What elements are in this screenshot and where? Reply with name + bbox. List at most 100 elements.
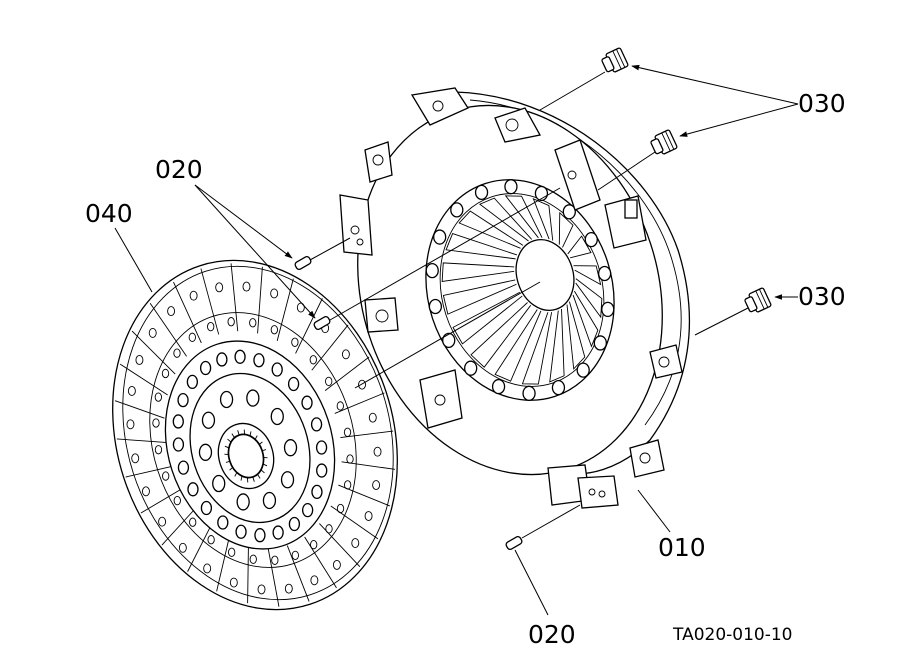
- hub-flange-hole: [219, 390, 234, 409]
- segment-divider: [149, 303, 187, 357]
- rivet-inner: [291, 337, 299, 347]
- rivet-outer: [284, 583, 293, 594]
- hub-flange-hole: [283, 439, 298, 457]
- spline-tooth: [225, 460, 230, 463]
- hub-flange-hole: [201, 411, 216, 429]
- rivet-outer: [270, 288, 279, 299]
- finger-root-hole: [576, 362, 590, 378]
- segment-divider: [295, 298, 323, 354]
- spline-tooth: [227, 438, 232, 443]
- dowel-pin-lower: [505, 535, 523, 551]
- spline-tooth: [258, 441, 263, 445]
- spline-tooth: [229, 467, 234, 471]
- diaphragm-finger: [479, 197, 533, 242]
- hub-flange-hole: [262, 491, 277, 510]
- rivet-outer: [364, 511, 373, 521]
- finger-root-hole: [584, 231, 598, 248]
- rivet-inner: [154, 445, 163, 455]
- segment-mid-ring: [149, 312, 357, 568]
- clutch-cover-assembly: [339, 87, 691, 509]
- rivet-inner: [291, 550, 299, 561]
- segment-divider: [125, 466, 172, 478]
- hub-flange-hole: [236, 493, 250, 511]
- rivet-outer: [332, 559, 341, 570]
- rivet-inner: [343, 480, 352, 490]
- spline-tooth: [262, 449, 267, 452]
- segment-divider: [230, 263, 239, 332]
- diaphragm-finger: [442, 279, 517, 315]
- rivet-outer: [368, 412, 377, 423]
- rivet-outer: [142, 486, 150, 497]
- rivet-inner: [162, 471, 170, 481]
- hub-plate-hole: [235, 524, 247, 539]
- hub-plate-hole: [254, 528, 266, 543]
- hub-plate-hole: [172, 437, 185, 452]
- finger-root-hole: [601, 301, 615, 318]
- hub-plate-hole: [199, 360, 212, 376]
- finger-root-hole: [464, 360, 478, 376]
- segment-divider: [200, 268, 220, 335]
- segment-divider: [173, 281, 202, 344]
- finger-root-hole: [450, 202, 464, 218]
- bolt-top: [601, 47, 629, 73]
- damper-spring-windows: [172, 349, 328, 543]
- hub-flange-hole: [270, 407, 284, 426]
- hub-plate-hole: [311, 484, 323, 500]
- spline-tooth: [240, 475, 243, 481]
- rivet-outer: [229, 577, 238, 588]
- callout-010: 010: [658, 533, 706, 562]
- segment-divider: [161, 509, 195, 546]
- hub-plate-hole: [187, 482, 199, 497]
- segment-divider: [311, 324, 349, 371]
- finger-root-hole: [522, 385, 536, 401]
- spline-tooth: [252, 476, 255, 482]
- segment-divider: [276, 278, 294, 342]
- hub-plate-hole: [217, 515, 229, 530]
- finger-root-hole: [551, 379, 566, 396]
- hub-plate-hole: [315, 440, 328, 455]
- rivet-outer: [178, 542, 187, 553]
- spline-tooth: [249, 431, 252, 437]
- rivet-outer: [358, 379, 366, 390]
- cover-clip: [624, 199, 638, 219]
- bolt-middle: [650, 129, 678, 155]
- cover-lug-top: [410, 87, 469, 126]
- cover-bracket-right: [554, 139, 601, 211]
- rivet-outer: [189, 290, 198, 301]
- callout-020-upper: 020: [155, 155, 203, 184]
- cover-opening: [425, 179, 615, 401]
- cover-lug-bottom-left: [419, 369, 463, 429]
- hub-flange-hole: [198, 443, 213, 461]
- rivet-outer: [373, 446, 382, 457]
- hub-plate-hole: [301, 502, 314, 518]
- cover-lug-bottom-right: [629, 439, 665, 478]
- rivet-inner: [336, 503, 345, 514]
- rivet-outer: [148, 327, 157, 338]
- segment-divider: [140, 489, 182, 514]
- finger-root-hole: [593, 335, 607, 351]
- rivet-outer: [158, 516, 167, 527]
- finger-root-hole: [428, 298, 443, 315]
- rivet-inner: [154, 392, 163, 402]
- friction-rivets: [126, 281, 382, 595]
- rivet-outer: [372, 480, 381, 490]
- hub-flange-hole: [280, 471, 295, 489]
- cover-pin-hole-c: [588, 488, 596, 496]
- hub-plate-hole: [216, 352, 228, 367]
- rivet-outer: [257, 584, 266, 595]
- segment-divider: [257, 266, 263, 334]
- cover-lug-upper: [494, 107, 542, 143]
- finger-root-hole: [425, 262, 439, 279]
- diaphragm-hub: [515, 239, 575, 311]
- diaphragm-finger: [566, 301, 586, 370]
- segment-divider: [267, 548, 280, 607]
- cover-lug-bottom-right-hole: [639, 452, 651, 464]
- hub-holes: [198, 389, 298, 511]
- diaphragm-finger: [532, 198, 554, 241]
- rivet-inner: [310, 540, 318, 550]
- cover-lug-left-lower: [339, 194, 373, 256]
- rivet-outer: [126, 419, 135, 430]
- cover-lug-upper-hole: [505, 118, 519, 132]
- diaphragm-finger: [549, 308, 565, 383]
- cover-lug-mid-left-hole: [375, 309, 389, 323]
